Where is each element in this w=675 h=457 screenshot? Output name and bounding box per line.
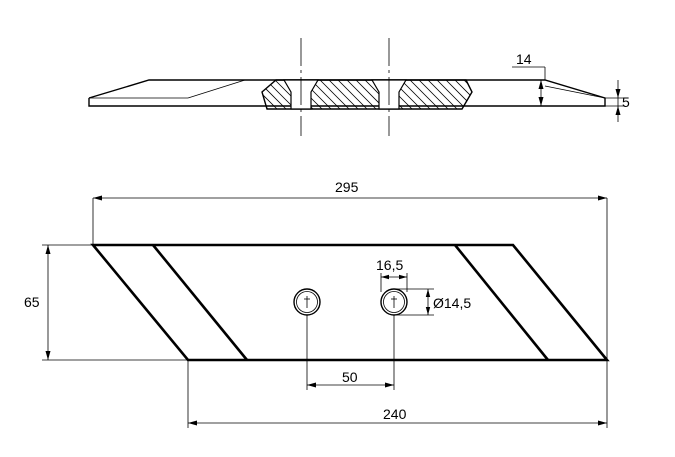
hatched-section-outline	[261, 79, 473, 110]
dimension-50: 50	[306, 315, 395, 390]
blade-outline	[90, 243, 610, 362]
hatch-line	[427, 80, 458, 109]
hatch-line	[262, 80, 287, 109]
front-view: 295 65 16,5 Ø14,5	[24, 179, 610, 428]
dimension-14: 14	[512, 51, 546, 106]
hatch-line	[518, 80, 547, 109]
dimension-14-label: 14	[516, 51, 532, 67]
hatch-line	[409, 80, 440, 109]
dimension-5-label: 5	[622, 94, 630, 110]
hatch-line	[482, 80, 511, 109]
dimension-240-label: 240	[383, 406, 407, 422]
dimension-240: 240	[187, 360, 608, 428]
dimension-65: 65	[24, 244, 188, 361]
hatch-line	[473, 80, 502, 109]
hatch-line	[436, 80, 467, 109]
hatch-line	[509, 80, 538, 109]
hatch-line	[262, 80, 269, 109]
hatch-line	[319, 80, 350, 109]
dimension-diameter: Ø14,5	[394, 288, 471, 316]
hatch-line	[491, 80, 520, 109]
dimension-295: 295	[92, 179, 608, 360]
hatch-line	[418, 80, 449, 109]
dimension-65-label: 65	[24, 294, 40, 310]
hatch-line	[337, 80, 368, 109]
hole-right	[380, 288, 408, 316]
hatch-line	[500, 80, 529, 109]
dimension-16-5: 16,5	[376, 257, 408, 292]
hatch-line	[230, 80, 259, 109]
dimension-16-5-label: 16,5	[376, 257, 403, 273]
dimension-diameter-label: Ø14,5	[433, 295, 471, 311]
hatch-line	[328, 80, 359, 109]
hatch-line	[454, 80, 472, 109]
dimension-50-label: 50	[342, 369, 358, 385]
hatch-line	[346, 80, 377, 109]
side-view: 14 5	[88, 38, 630, 136]
dimension-295-label: 295	[335, 179, 359, 195]
side-view-outline	[88, 79, 606, 107]
side-view-bevel-left	[187, 79, 246, 99]
hatch-line	[400, 80, 431, 109]
bevel-line-left	[151, 244, 249, 361]
side-view-bevel-right	[544, 85, 606, 99]
bevel-line-right	[453, 244, 550, 361]
hole-left	[293, 288, 321, 316]
dimension-5: 5	[605, 80, 630, 122]
